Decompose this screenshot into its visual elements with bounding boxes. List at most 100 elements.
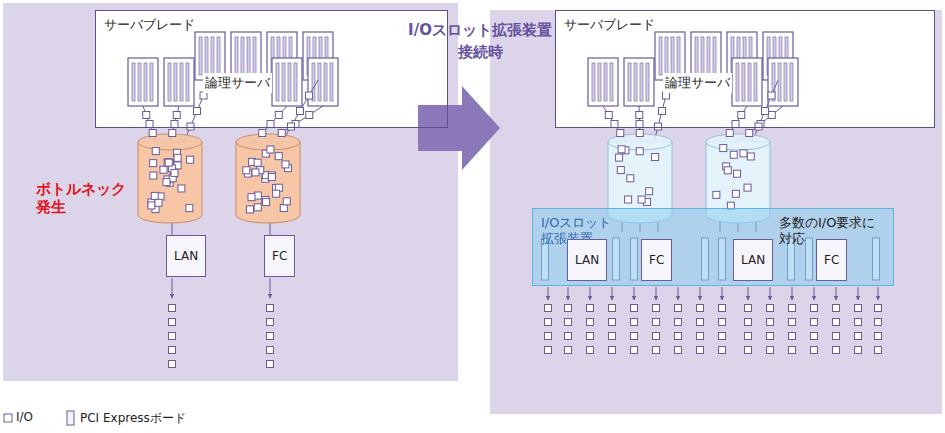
node-text: サーバブレード (564, 16, 655, 34)
io-square (746, 130, 753, 137)
io-square (745, 305, 752, 312)
io-square (726, 130, 733, 137)
node-text: LAN (575, 253, 599, 267)
io-square (768, 92, 775, 99)
io-square (697, 333, 704, 340)
lan-board: LAN (166, 235, 206, 277)
io-square (719, 305, 726, 312)
io-square (587, 305, 594, 312)
io-square (675, 347, 682, 354)
io-square (740, 150, 747, 157)
io-square (745, 333, 752, 340)
io-square (720, 145, 727, 152)
io-square (875, 305, 882, 312)
io-square (545, 333, 552, 340)
io-square (675, 305, 682, 312)
io-square (609, 305, 616, 312)
io-square (875, 347, 882, 354)
io-square (169, 130, 176, 137)
io-square (254, 159, 261, 166)
io-square (587, 333, 594, 340)
io-square (811, 305, 818, 312)
io-square (169, 305, 176, 312)
io-square (587, 347, 594, 354)
io-square (146, 121, 153, 128)
io-square (545, 347, 552, 354)
io-square (724, 167, 731, 174)
io-square (545, 305, 552, 312)
logical-server-label: 論理サーバ (663, 73, 732, 93)
bottleneck-label: ボトルネック 発生 (36, 180, 126, 216)
io-square (609, 333, 616, 340)
io-square (259, 130, 266, 137)
io-square (169, 319, 176, 326)
io-square (833, 319, 840, 326)
io-square (171, 169, 178, 176)
lan-board: LAN (733, 239, 773, 281)
io-square (697, 319, 704, 326)
io-square (636, 121, 643, 128)
io-square (652, 154, 659, 161)
io-square (713, 191, 720, 198)
logical-server-icon (164, 58, 194, 106)
io-square (178, 185, 185, 192)
io-square (719, 333, 726, 340)
io-square (627, 175, 634, 182)
blade-fill (555, 10, 935, 128)
io-square (744, 184, 751, 191)
io-square (565, 305, 572, 312)
io-square (855, 319, 862, 326)
legend-io-sample (4, 414, 12, 422)
io-square (143, 112, 150, 119)
io-square (263, 199, 270, 206)
io-square (789, 319, 796, 326)
io-square (609, 319, 616, 326)
io-square (288, 123, 295, 130)
lan-board: LAN (567, 239, 607, 281)
io-square (278, 130, 285, 137)
io-square (616, 154, 623, 161)
io-square (625, 196, 632, 203)
io-square (655, 123, 662, 130)
io-square (767, 347, 774, 354)
io-square (617, 130, 624, 137)
io-square (248, 194, 255, 201)
logical-server-icon (624, 58, 654, 106)
server-blade: サーバブレード (95, 10, 448, 128)
io-square (163, 179, 170, 186)
io-square (653, 347, 660, 354)
io-square (719, 319, 726, 326)
io-square (663, 92, 670, 99)
io-square (762, 108, 769, 115)
io-square (789, 347, 796, 354)
logical-server-icon (272, 58, 302, 106)
io-square (246, 206, 253, 213)
io-square (697, 347, 704, 354)
node-text: FC (649, 253, 664, 267)
io-square (275, 153, 282, 160)
io-expansion-unit: I/Oスロット 拡張装置多数のI/O要求に 対応LANFCLANFC (532, 208, 894, 286)
io-square (200, 92, 207, 99)
io-square (194, 108, 201, 115)
io-square (282, 161, 289, 168)
io-square (745, 319, 752, 326)
io-square (875, 319, 882, 326)
fc-board: FC (264, 235, 295, 277)
io-square (855, 347, 862, 354)
io-square (833, 333, 840, 340)
io-square (631, 305, 638, 312)
io-square (738, 112, 745, 119)
io-square (811, 319, 818, 326)
left-panel (3, 3, 458, 381)
io-square (636, 112, 643, 119)
io-square (875, 333, 882, 340)
io-square (734, 170, 741, 177)
io-square (653, 333, 660, 340)
io-square (631, 333, 638, 340)
io-square (148, 202, 155, 209)
io-square (174, 154, 181, 161)
io-square (155, 199, 162, 206)
io-square (659, 108, 666, 115)
io-square (767, 305, 774, 312)
io-square (636, 130, 643, 137)
